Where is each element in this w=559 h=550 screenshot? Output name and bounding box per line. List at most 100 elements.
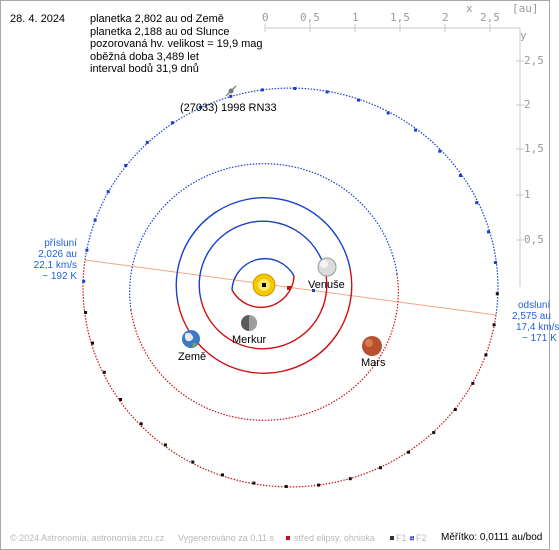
mars-orbit-south bbox=[130, 273, 399, 421]
aphelion-title: odsluní bbox=[518, 300, 551, 311]
mars-icon bbox=[362, 336, 382, 356]
info-line-distance-earth: planetka 2,802 au od Země bbox=[90, 13, 224, 25]
asteroid-icon bbox=[225, 85, 237, 97]
asteroid-orbit-north bbox=[84, 87, 499, 316]
x-tick-label: 0,5 bbox=[300, 11, 320, 24]
orbit-interval-point bbox=[124, 164, 128, 167]
orbit-interval-point bbox=[91, 341, 94, 345]
aphelion-distance: 2,575 au bbox=[512, 311, 551, 322]
orbit-interval-point bbox=[119, 398, 123, 401]
orbit-interval-point bbox=[325, 90, 329, 94]
x-tick-label: 2,5 bbox=[480, 11, 500, 24]
y-tick-label: 1,5 bbox=[524, 142, 544, 155]
f1-legend-icon bbox=[390, 536, 394, 540]
y-tick-label: 1 bbox=[524, 188, 531, 201]
aphelion-speed: 17,4 km/s bbox=[516, 322, 559, 333]
orbit-interval-point bbox=[484, 353, 488, 357]
venus-icon bbox=[317, 257, 337, 277]
info-line-distance-sun: planetka 2,188 au od Slunce bbox=[90, 25, 230, 38]
orbit-interval-point bbox=[453, 408, 457, 411]
footer-f2-legend: F2 bbox=[416, 533, 427, 543]
orbit-interval-point bbox=[82, 279, 86, 283]
orbit-interval-point bbox=[293, 87, 297, 90]
orbit-interval-point bbox=[495, 292, 499, 296]
orbit-interval-point bbox=[93, 218, 97, 222]
y-tick-label: 0,5 bbox=[524, 233, 544, 246]
right-axis bbox=[516, 28, 524, 287]
aphelion-temperature: ~ 171 K bbox=[522, 333, 557, 344]
orbit-interval-point bbox=[199, 105, 202, 109]
orbit-interval-point bbox=[252, 481, 256, 485]
orbit-interval-point bbox=[170, 121, 174, 125]
orbit-interval-markers bbox=[82, 87, 499, 488]
x-tick-label: 1,5 bbox=[390, 11, 410, 24]
orbit-interval-point bbox=[492, 323, 496, 327]
y-axis-label: y bbox=[520, 29, 527, 42]
orbit-interval-point bbox=[191, 460, 195, 464]
center-legend-icon bbox=[286, 536, 290, 540]
y-tick-label: 2 bbox=[524, 98, 531, 111]
asteroid-name-label: (27033) 1998 RN33 bbox=[180, 102, 277, 114]
orbit-interval-point bbox=[458, 174, 462, 177]
mercury-label: Merkur bbox=[232, 334, 267, 346]
orbit-interval-point bbox=[471, 381, 475, 385]
x-tick-label: 0 bbox=[262, 11, 269, 24]
venus-label: Venuše bbox=[308, 279, 345, 291]
venus-orbit-north bbox=[198, 220, 326, 301]
footer-center-legend: střed elipsy, ohniska bbox=[294, 533, 375, 543]
venus-orbit-south bbox=[200, 269, 328, 350]
info-line-interval: interval bodů 31,9 dnů bbox=[90, 63, 199, 75]
axis-unit-label: [au] bbox=[512, 2, 539, 15]
x-tick-label: 1 bbox=[352, 11, 359, 24]
mars-label: Mars bbox=[361, 357, 386, 369]
perihelion-distance: 2,026 au bbox=[38, 249, 77, 260]
orbit-interval-point bbox=[414, 128, 418, 132]
orbit-interval-point bbox=[102, 370, 106, 374]
ellipse-center-marker bbox=[287, 286, 291, 290]
orbit-interval-point bbox=[407, 450, 411, 454]
focus-f2-marker bbox=[312, 289, 315, 292]
info-line-magnitude: pozorovaná hv. velikost = 19,9 mag bbox=[90, 38, 263, 50]
orbit-interval-point bbox=[85, 248, 89, 252]
footer-copyright: © 2024 Astronomia, astronomia.zcu.cz bbox=[10, 533, 165, 543]
footer-generated: Vygenerováno za 0,11 s bbox=[178, 533, 275, 543]
orbit-interval-point bbox=[348, 477, 352, 481]
x-axis-label: x bbox=[466, 2, 473, 15]
footer-scale: Měřítko: 0,0111 au/bod bbox=[441, 532, 543, 543]
asteroid-orbit-south bbox=[82, 259, 497, 488]
perihelion-title: přísluní bbox=[44, 238, 77, 249]
mercury-orbit-north bbox=[231, 258, 295, 291]
orbit-interval-point bbox=[379, 466, 382, 470]
orbit-interval-point bbox=[438, 149, 442, 153]
top-axis bbox=[264, 24, 520, 32]
perihelion-speed: 22,1 km/s bbox=[33, 260, 77, 271]
aphelion-info: odsluní 2,575 au 17,4 km/s ~ 171 K bbox=[500, 300, 559, 345]
mercury-icon bbox=[241, 315, 257, 331]
earth-orbit-north bbox=[175, 197, 351, 304]
orbit-interval-point bbox=[475, 201, 479, 205]
info-line-period: oběžná doba 3,489 let bbox=[90, 50, 199, 63]
y-tick-label: 2,5 bbox=[524, 54, 544, 67]
orbit-interval-point bbox=[357, 98, 360, 102]
footer-f1-legend: F1 a bbox=[396, 533, 415, 543]
orbit-interval-point bbox=[317, 483, 321, 487]
sun-icon bbox=[252, 273, 276, 297]
orbit-interval-point bbox=[386, 111, 390, 115]
mars-orbit-north bbox=[129, 163, 398, 311]
x-tick-label: 2 bbox=[442, 11, 449, 24]
orbit-interval-point bbox=[139, 422, 143, 426]
earth-label: Země bbox=[178, 351, 207, 363]
orbit-interval-point bbox=[145, 140, 149, 144]
orbit-interval-point bbox=[84, 311, 88, 314]
orbit-interval-point bbox=[221, 473, 224, 477]
orbit-interval-point bbox=[284, 485, 288, 488]
f2-legend-icon bbox=[410, 536, 414, 540]
orbit-interval-point bbox=[260, 88, 264, 92]
orbit-interval-point bbox=[106, 190, 110, 194]
orbit-interval-point bbox=[493, 261, 497, 264]
orbit-interval-point bbox=[163, 443, 167, 447]
orbit-interval-point bbox=[432, 431, 436, 435]
mercury-orbit-south bbox=[231, 275, 295, 308]
date-label: 28. 4. 2024 bbox=[10, 13, 66, 25]
